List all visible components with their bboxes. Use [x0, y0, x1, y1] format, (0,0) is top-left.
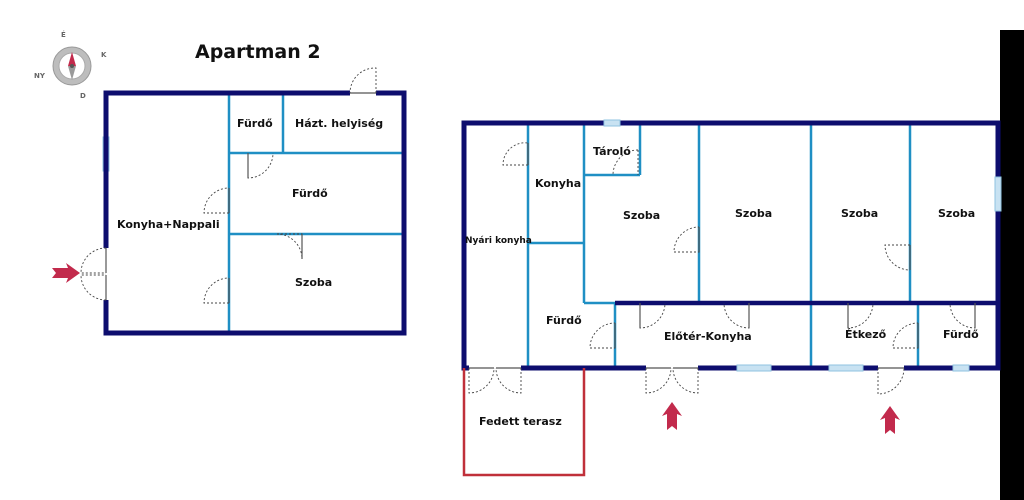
window [603, 119, 621, 127]
plan-title: Apartman 2 [195, 41, 321, 63]
room-szoba-1: Szoba [623, 209, 660, 222]
room-konyha: Konyha [535, 177, 581, 190]
room-haztartasi: Házt. helyiség [295, 117, 383, 130]
window [736, 364, 772, 372]
room-furdo: Fürdő [292, 187, 328, 200]
left-apartment: Konyha+Nappali Fürdő Házt. helyiség Fürd… [52, 67, 407, 336]
room-furdo-right: Fürdő [943, 328, 979, 341]
room-szoba-3: Szoba [841, 207, 878, 220]
terrace-label: Fedett terasz [479, 415, 562, 428]
room-nyari-konyha: Nyári konyha [465, 236, 532, 246]
left-apartment-walls [103, 90, 407, 336]
room-konyha-nappali: Konyha+Nappali [117, 218, 220, 231]
compass-icon [52, 46, 92, 86]
compass-west: NY [34, 72, 46, 80]
room-furdo-left: Fürdő [546, 314, 582, 327]
right-apartment: Nyári konyha Konyha Tároló Szoba Szoba S… [461, 119, 1002, 477]
room-eloter-konyha: Előtér-Konyha [664, 330, 752, 343]
window [952, 364, 970, 372]
window [828, 364, 864, 372]
compass-south: D [80, 92, 86, 100]
room-etkezo: Étkező [845, 328, 887, 341]
right-edge-bar [1000, 30, 1024, 500]
right-apartment-walls [461, 120, 1001, 371]
room-szoba-4: Szoba [938, 207, 975, 220]
entrance-arrow-icon [662, 402, 682, 430]
room-tarolo: Tároló [593, 145, 631, 158]
covered-terrace-outline [462, 368, 586, 477]
room-szoba-2: Szoba [735, 207, 772, 220]
door-arc [247, 152, 274, 179]
entrance-arrow-icon [880, 406, 900, 434]
room-szoba: Szoba [295, 276, 332, 289]
window [994, 176, 1002, 212]
compass-north: É [61, 30, 66, 39]
compass-east: K [101, 51, 107, 59]
entrance-arrow-icon [52, 263, 80, 283]
room-furdo-small: Fürdő [237, 117, 273, 130]
